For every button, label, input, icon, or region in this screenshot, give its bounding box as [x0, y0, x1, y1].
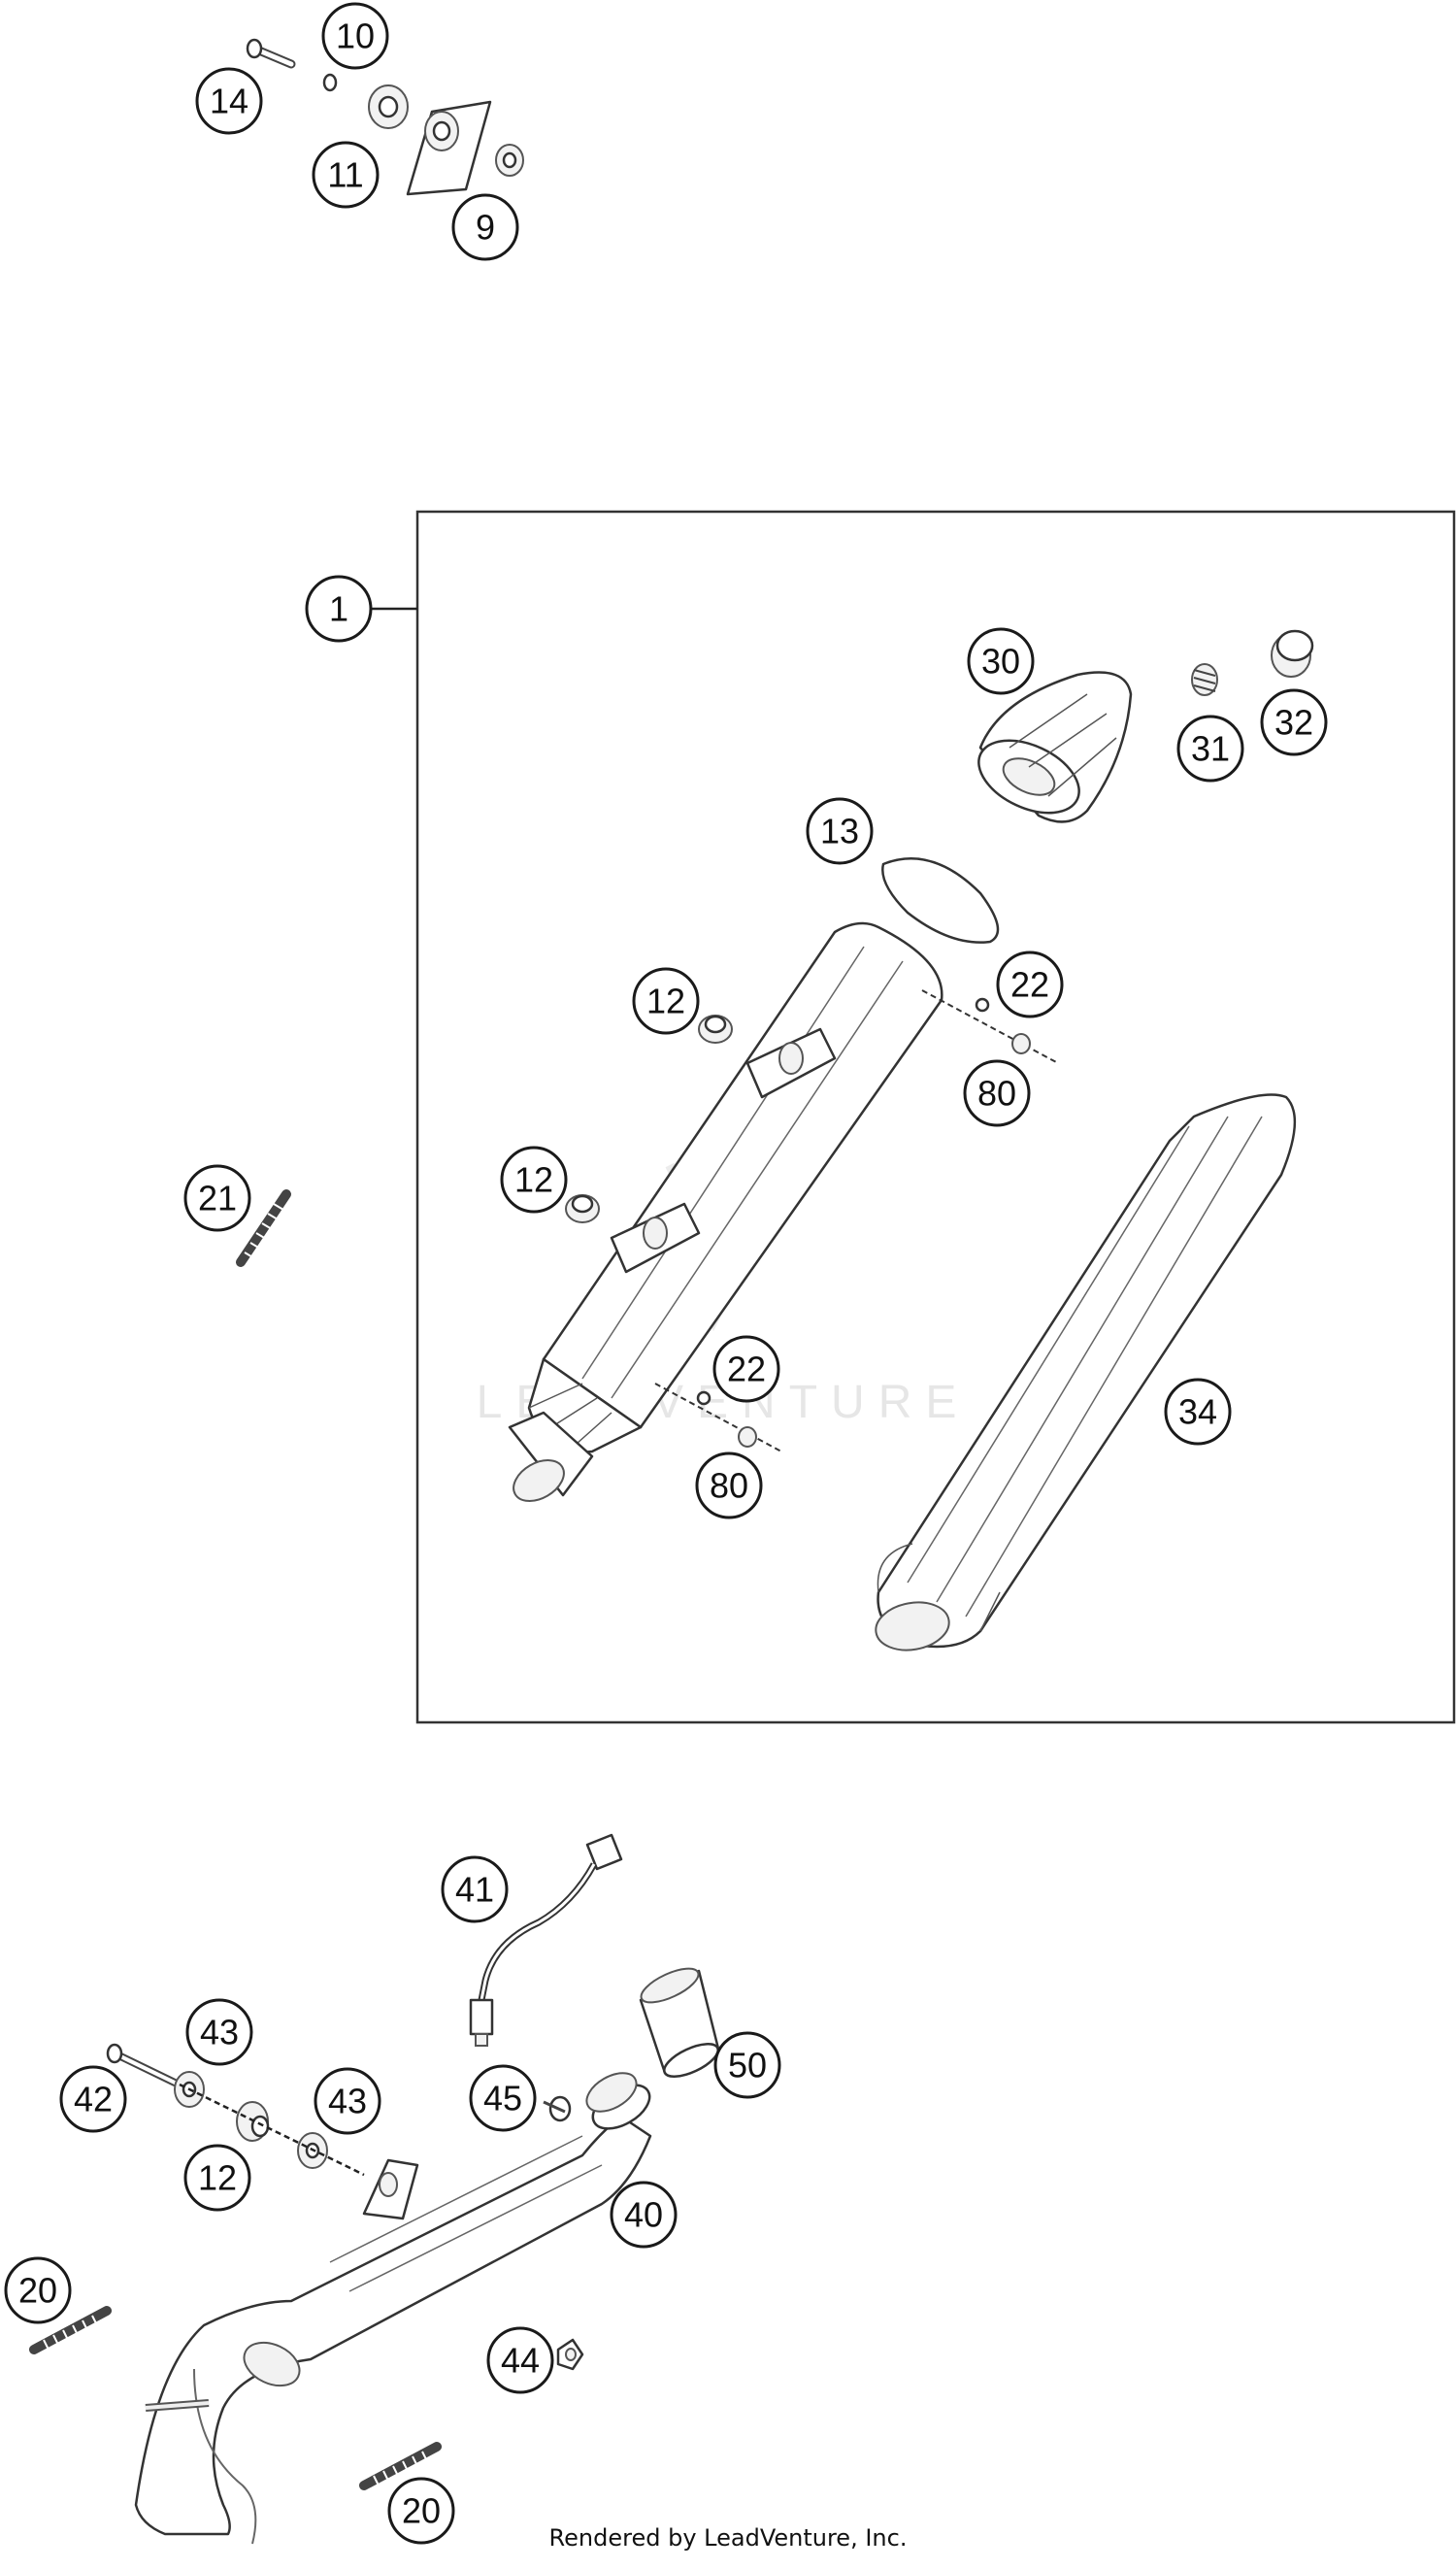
svg-text:1: 1 [329, 589, 348, 629]
nut [556, 2338, 584, 2371]
svg-text:12: 12 [198, 2158, 237, 2198]
svg-text:41: 41 [455, 1870, 494, 1910]
callout-80-lower: 80 [695, 1451, 763, 1519]
callout-43-upper: 43 [185, 1998, 253, 2066]
svg-text:43: 43 [200, 2013, 239, 2052]
svg-text:43: 43 [328, 2082, 367, 2121]
svg-text:20: 20 [402, 2491, 441, 2531]
screw-lower [654, 1383, 782, 1452]
callout-50: 50 [713, 2031, 781, 2099]
callout-13: 13 [806, 797, 874, 865]
callout-11: 11 [312, 141, 380, 209]
svg-text:44: 44 [501, 2341, 540, 2381]
spring-left [29, 2306, 112, 2354]
callout-12-upper: 12 [632, 967, 700, 1035]
bracket [406, 100, 524, 196]
callout-21: 21 [183, 1164, 251, 1232]
svg-text:12: 12 [646, 982, 685, 1021]
svg-text:31: 31 [1191, 729, 1230, 769]
grommet-lower [565, 1194, 600, 1223]
callout-32: 32 [1260, 688, 1328, 756]
callout-22-lower: 22 [712, 1335, 780, 1403]
bolt [246, 38, 296, 69]
callout-45: 45 [469, 2064, 537, 2132]
rendered-by-credit: Rendered by LeadVenture, Inc. [549, 2524, 908, 2552]
svg-text:80: 80 [710, 1466, 748, 1506]
svg-text:9: 9 [476, 208, 495, 248]
o2-sensor [469, 1833, 623, 2047]
mount-hardware-group [246, 38, 524, 196]
callout-1: 1 [305, 575, 373, 643]
gasket [881, 857, 1000, 944]
svg-text:22: 22 [727, 1350, 766, 1389]
hardware-axis [179, 2083, 365, 2177]
kit-box [415, 510, 1456, 1724]
callout-40: 40 [610, 2181, 678, 2249]
svg-text:20: 20 [18, 2271, 57, 2311]
end-cap [977, 671, 1133, 823]
callout-43-lower: 43 [314, 2067, 381, 2135]
callout-44: 44 [486, 2326, 554, 2394]
svg-text:42: 42 [74, 2080, 113, 2119]
svg-text:11: 11 [327, 155, 363, 195]
grommet-upper [698, 1015, 733, 1044]
mount-bolt [106, 2043, 179, 2086]
silencer-body [508, 921, 943, 1502]
svg-text:80: 80 [977, 1074, 1016, 1114]
svg-text:40: 40 [624, 2195, 663, 2235]
connector-sleeve [639, 1967, 720, 2078]
svg-text:13: 13 [820, 812, 859, 851]
svg-text:30: 30 [981, 642, 1020, 682]
callout-12-lower: 12 [500, 1146, 568, 1214]
header-pipe [134, 2072, 652, 2545]
callout-12-header: 12 [183, 2144, 251, 2212]
callout-9: 9 [451, 193, 519, 261]
callout-30: 30 [967, 627, 1035, 695]
svg-text:10: 10 [336, 17, 375, 56]
callout-80-upper: 80 [963, 1059, 1031, 1127]
callout-22-upper: 22 [996, 951, 1064, 1018]
callout-20-left: 20 [4, 2256, 72, 2324]
svg-text:14: 14 [210, 82, 248, 121]
callout-20-bottom: 20 [387, 2477, 455, 2545]
callout-31: 31 [1176, 715, 1244, 783]
callout-41: 41 [441, 1855, 509, 1923]
silencer-outer-shell [875, 1093, 1297, 1652]
svg-text:12: 12 [514, 1160, 553, 1200]
svg-text:34: 34 [1178, 1392, 1217, 1432]
clamp [543, 2095, 572, 2122]
callout-42: 42 [59, 2065, 127, 2133]
washer [322, 73, 338, 92]
svg-text:45: 45 [483, 2079, 522, 2119]
svg-text:50: 50 [728, 2046, 767, 2085]
callout-10: 10 [321, 2, 389, 70]
spring-21 [236, 1189, 291, 1267]
svg-text:32: 32 [1274, 703, 1313, 743]
spring-bottom [359, 2442, 442, 2490]
callout-14: 14 [195, 67, 263, 135]
screw-upper [921, 989, 1059, 1064]
grommet [368, 84, 409, 129]
insert-sleeve [1271, 629, 1314, 678]
svg-text:22: 22 [1010, 965, 1049, 1005]
svg-text:21: 21 [198, 1179, 237, 1218]
small-spring [1191, 663, 1218, 696]
callout-34: 34 [1164, 1378, 1232, 1446]
